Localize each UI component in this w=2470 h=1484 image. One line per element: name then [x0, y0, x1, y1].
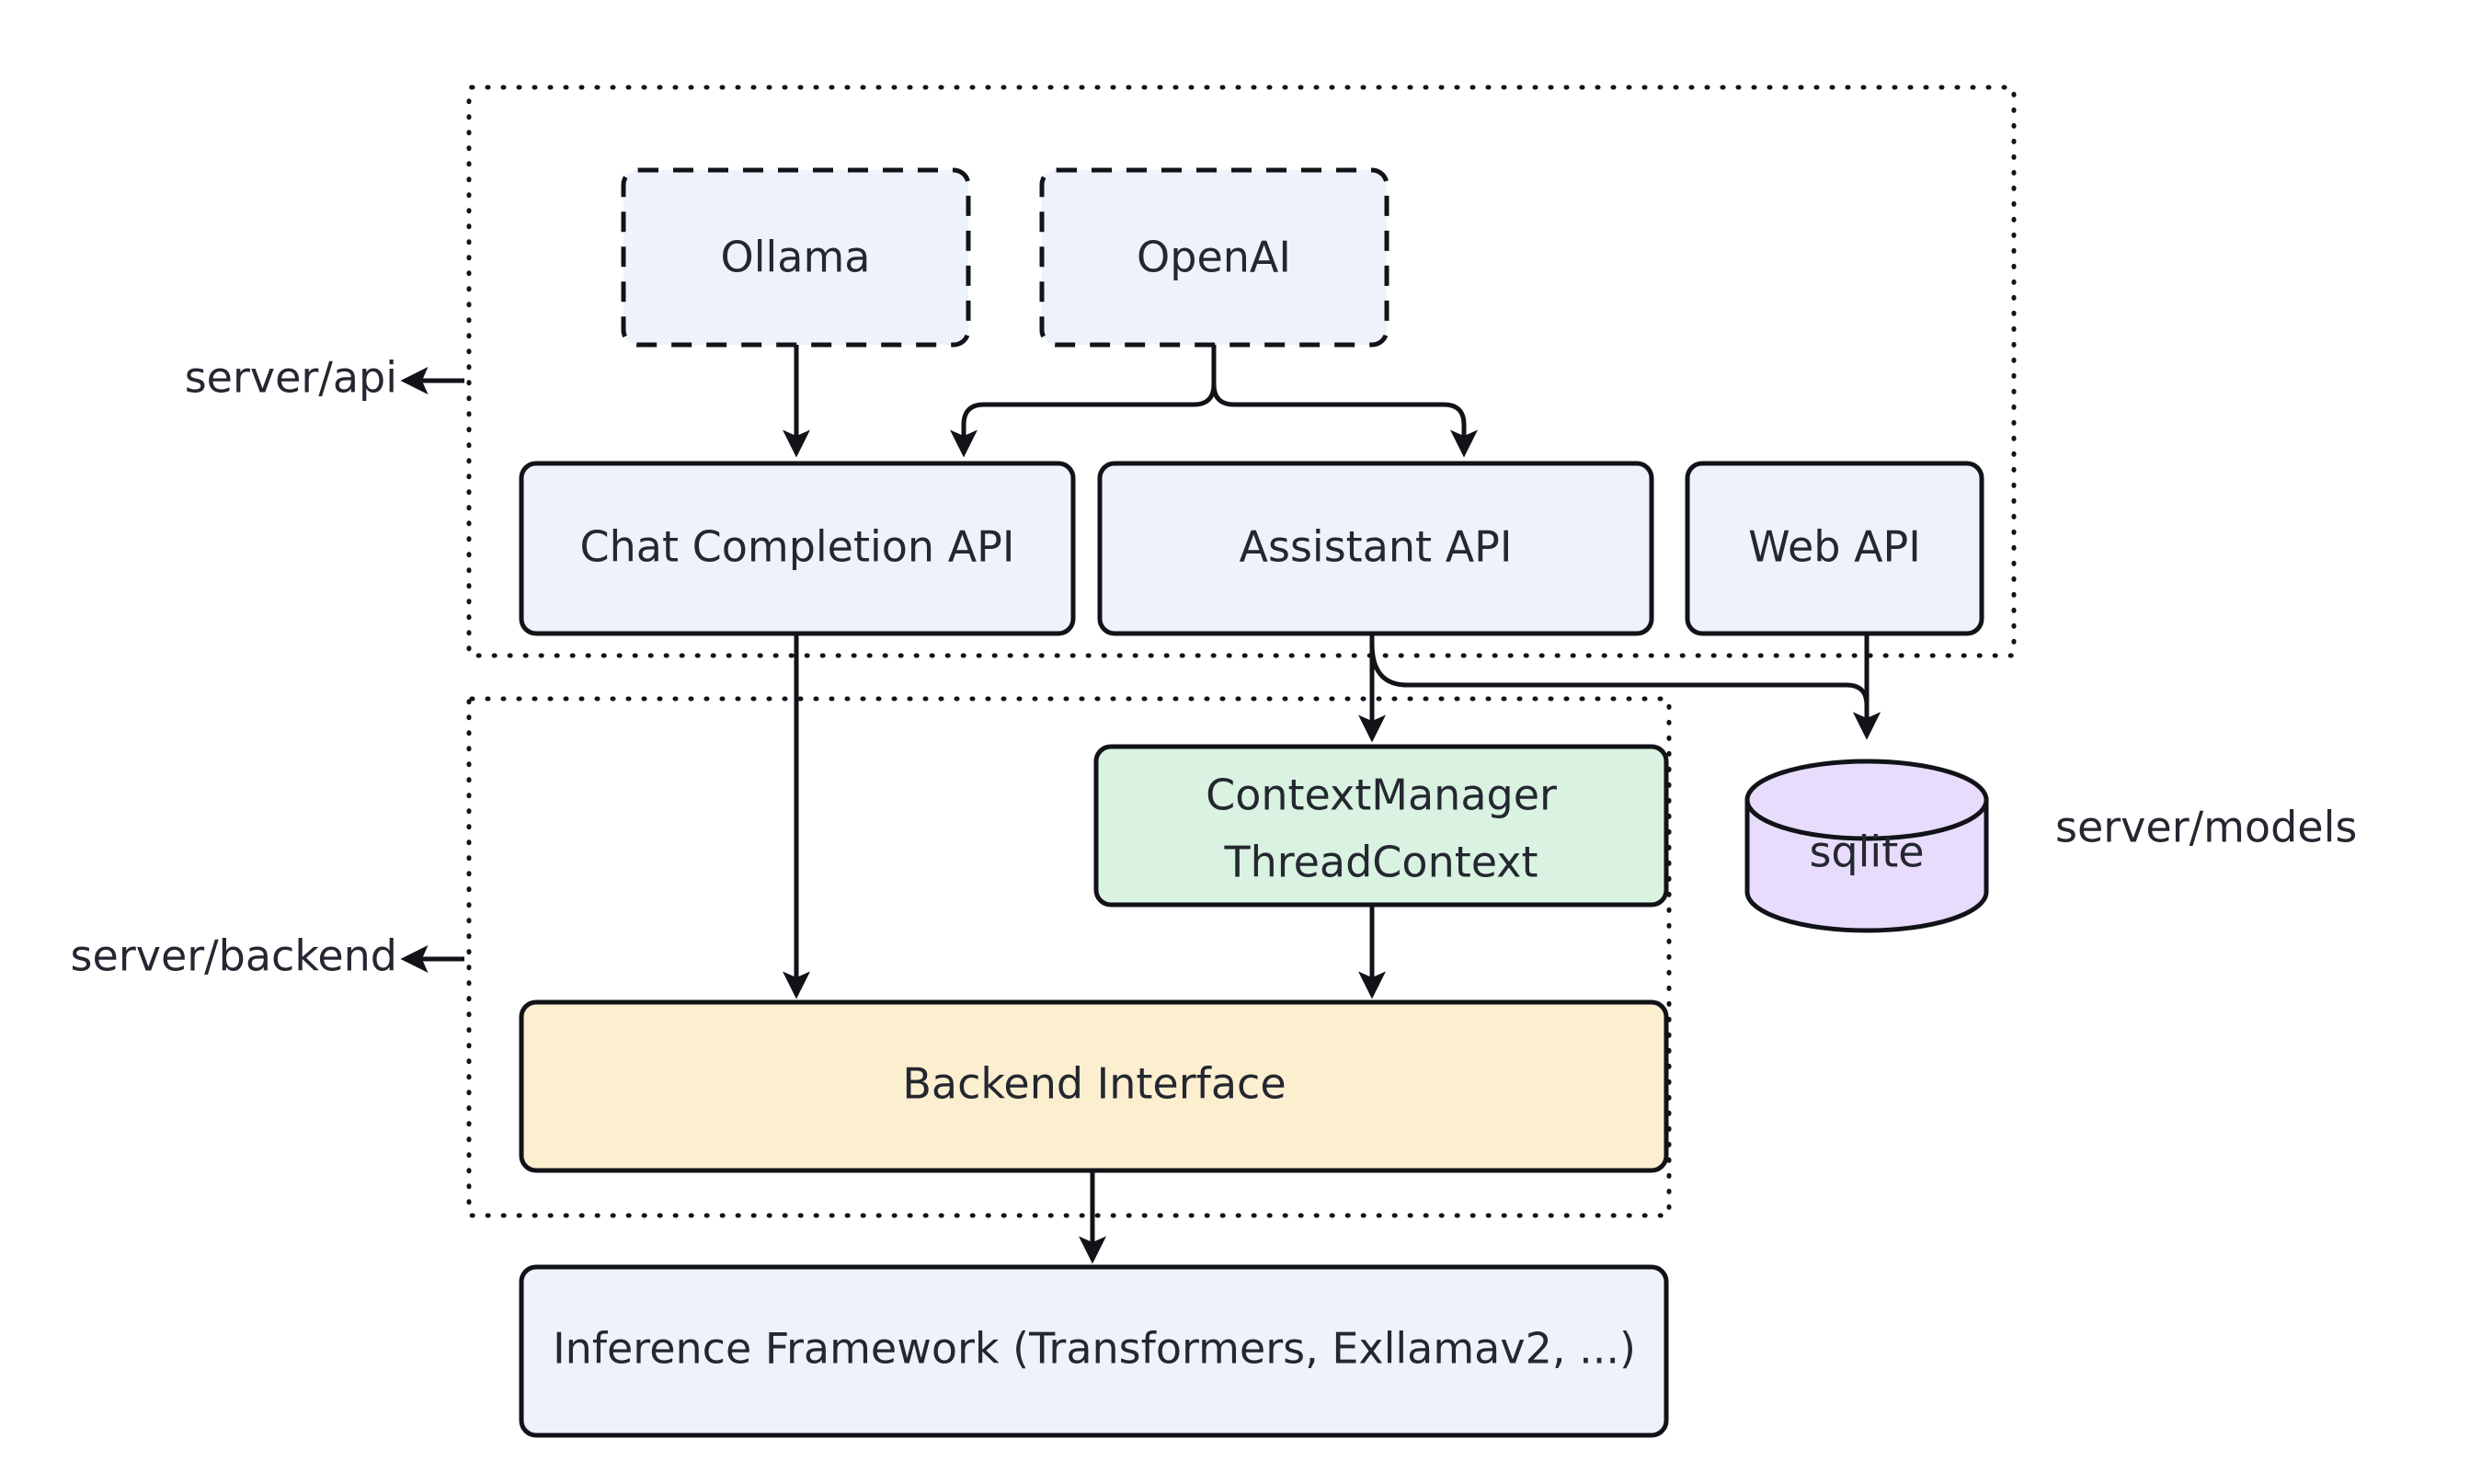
- node-sqlite-top[interactable]: [1744, 759, 1989, 841]
- node-backend-interface[interactable]: Backend Interface: [519, 999, 1669, 1173]
- node-web-api-box[interactable]: [1685, 461, 1984, 636]
- node-inference-framework[interactable]: Inference Framework (Transformers, Exlla…: [519, 1264, 1669, 1438]
- edge-openai-to-chat-completion-api: [950, 383, 1217, 458]
- cluster-server-backend: [466, 696, 1672, 1218]
- node-web-api[interactable]: Web API: [1685, 461, 1984, 636]
- node-chat-completion-api-box[interactable]: [519, 461, 1076, 636]
- cluster-label-server-api: server/api: [185, 353, 464, 403]
- node-ollama-box[interactable]: [621, 167, 971, 348]
- node-assistant-api-box[interactable]: [1097, 461, 1654, 636]
- node-openai-box[interactable]: [1039, 167, 1389, 348]
- edge-layer: [783, 345, 1881, 1264]
- cluster-label-server-models-text: server/models: [2055, 803, 2357, 852]
- edge-openai-to-assistant-api: [1211, 383, 1478, 458]
- cluster-label-server-backend-text: server/backend: [71, 931, 397, 981]
- node-openai[interactable]: OpenAI: [1039, 167, 1389, 348]
- node-ollama[interactable]: Ollama: [621, 167, 971, 348]
- node-context-manager[interactable]: ContextManager ThreadContext: [1093, 744, 1669, 908]
- node-inference-framework-box[interactable]: [519, 1264, 1669, 1438]
- cluster-label-server-models: server/models: [2055, 803, 2357, 852]
- node-assistant-api[interactable]: Assistant API: [1097, 461, 1654, 636]
- node-chat-completion-api[interactable]: Chat Completion API: [519, 461, 1076, 636]
- node-context-manager-box[interactable]: [1093, 744, 1669, 908]
- node-sqlite[interactable]: sqlite: [1744, 759, 1989, 933]
- cluster-label-server-backend: server/backend: [71, 931, 464, 981]
- node-backend-interface-box[interactable]: [519, 999, 1669, 1173]
- cluster-label-server-api-text: server/api: [185, 353, 397, 403]
